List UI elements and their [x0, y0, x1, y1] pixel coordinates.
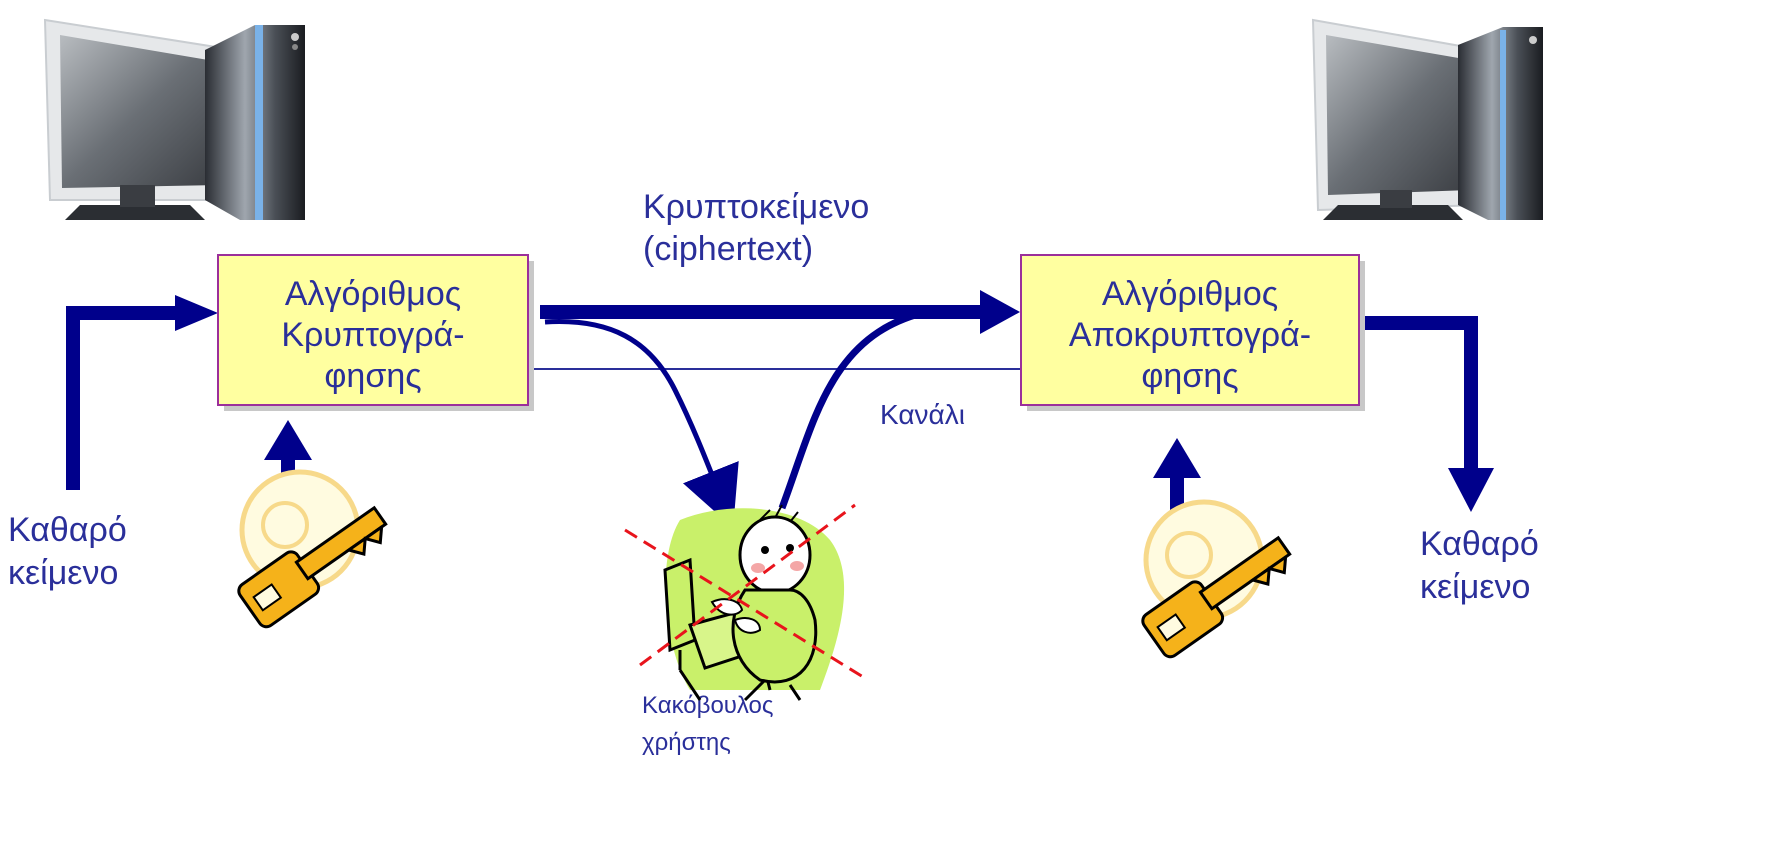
ciphertext-label-line2: (ciphertext) [643, 230, 813, 268]
plaintext-left-line1: Καθαρό [8, 511, 127, 549]
intercept-curve [544, 319, 739, 528]
input-path [66, 306, 178, 490]
ciphertext-arrowhead [980, 290, 1020, 334]
decrypt-box-line3: φησης [1141, 357, 1238, 395]
key-icon [237, 469, 388, 629]
decrypt-box: Αλγόριθμος Αποκρυπτογρά- φησης [1020, 254, 1365, 411]
plaintext-right-line1: Καθαρό [1420, 525, 1539, 563]
output-arrowhead [1448, 468, 1494, 512]
input-arrowhead [175, 295, 218, 331]
encrypt-box: Αλγόριθμος Κρυπτογρά- φησης [217, 254, 534, 411]
plaintext-right-line2: κείμενο [1420, 568, 1530, 606]
key-arrowhead-right [1153, 438, 1201, 478]
encrypt-box-line2: Κρυπτογρά- [281, 316, 464, 354]
encrypt-box-line1: Αλγόριθμος [285, 275, 461, 313]
attacker-label-line2: χρήστης [642, 729, 731, 756]
output-path [1355, 316, 1478, 475]
attacker-label-line1: Κακόβουλος [642, 692, 773, 719]
decrypt-box-line1: Αλγόριθμος [1102, 275, 1278, 313]
plaintext-left-line2: κείμενο [8, 554, 118, 592]
ciphertext-label-line1: Κρυπτοκείμενο [643, 188, 869, 226]
key-icon [1141, 499, 1292, 659]
channel-label: Κανάλι [880, 399, 965, 430]
computer-icon [43, 18, 305, 220]
computer-icon [1311, 18, 1543, 220]
encrypt-box-line3: φησης [324, 357, 421, 395]
hacker-icon [624, 503, 869, 702]
decrypt-box-line2: Αποκρυπτογρά- [1069, 316, 1311, 354]
ciphertext-arrow-shaft [540, 305, 985, 319]
key-arrowhead-left [264, 420, 312, 460]
inject-curve [778, 306, 965, 510]
